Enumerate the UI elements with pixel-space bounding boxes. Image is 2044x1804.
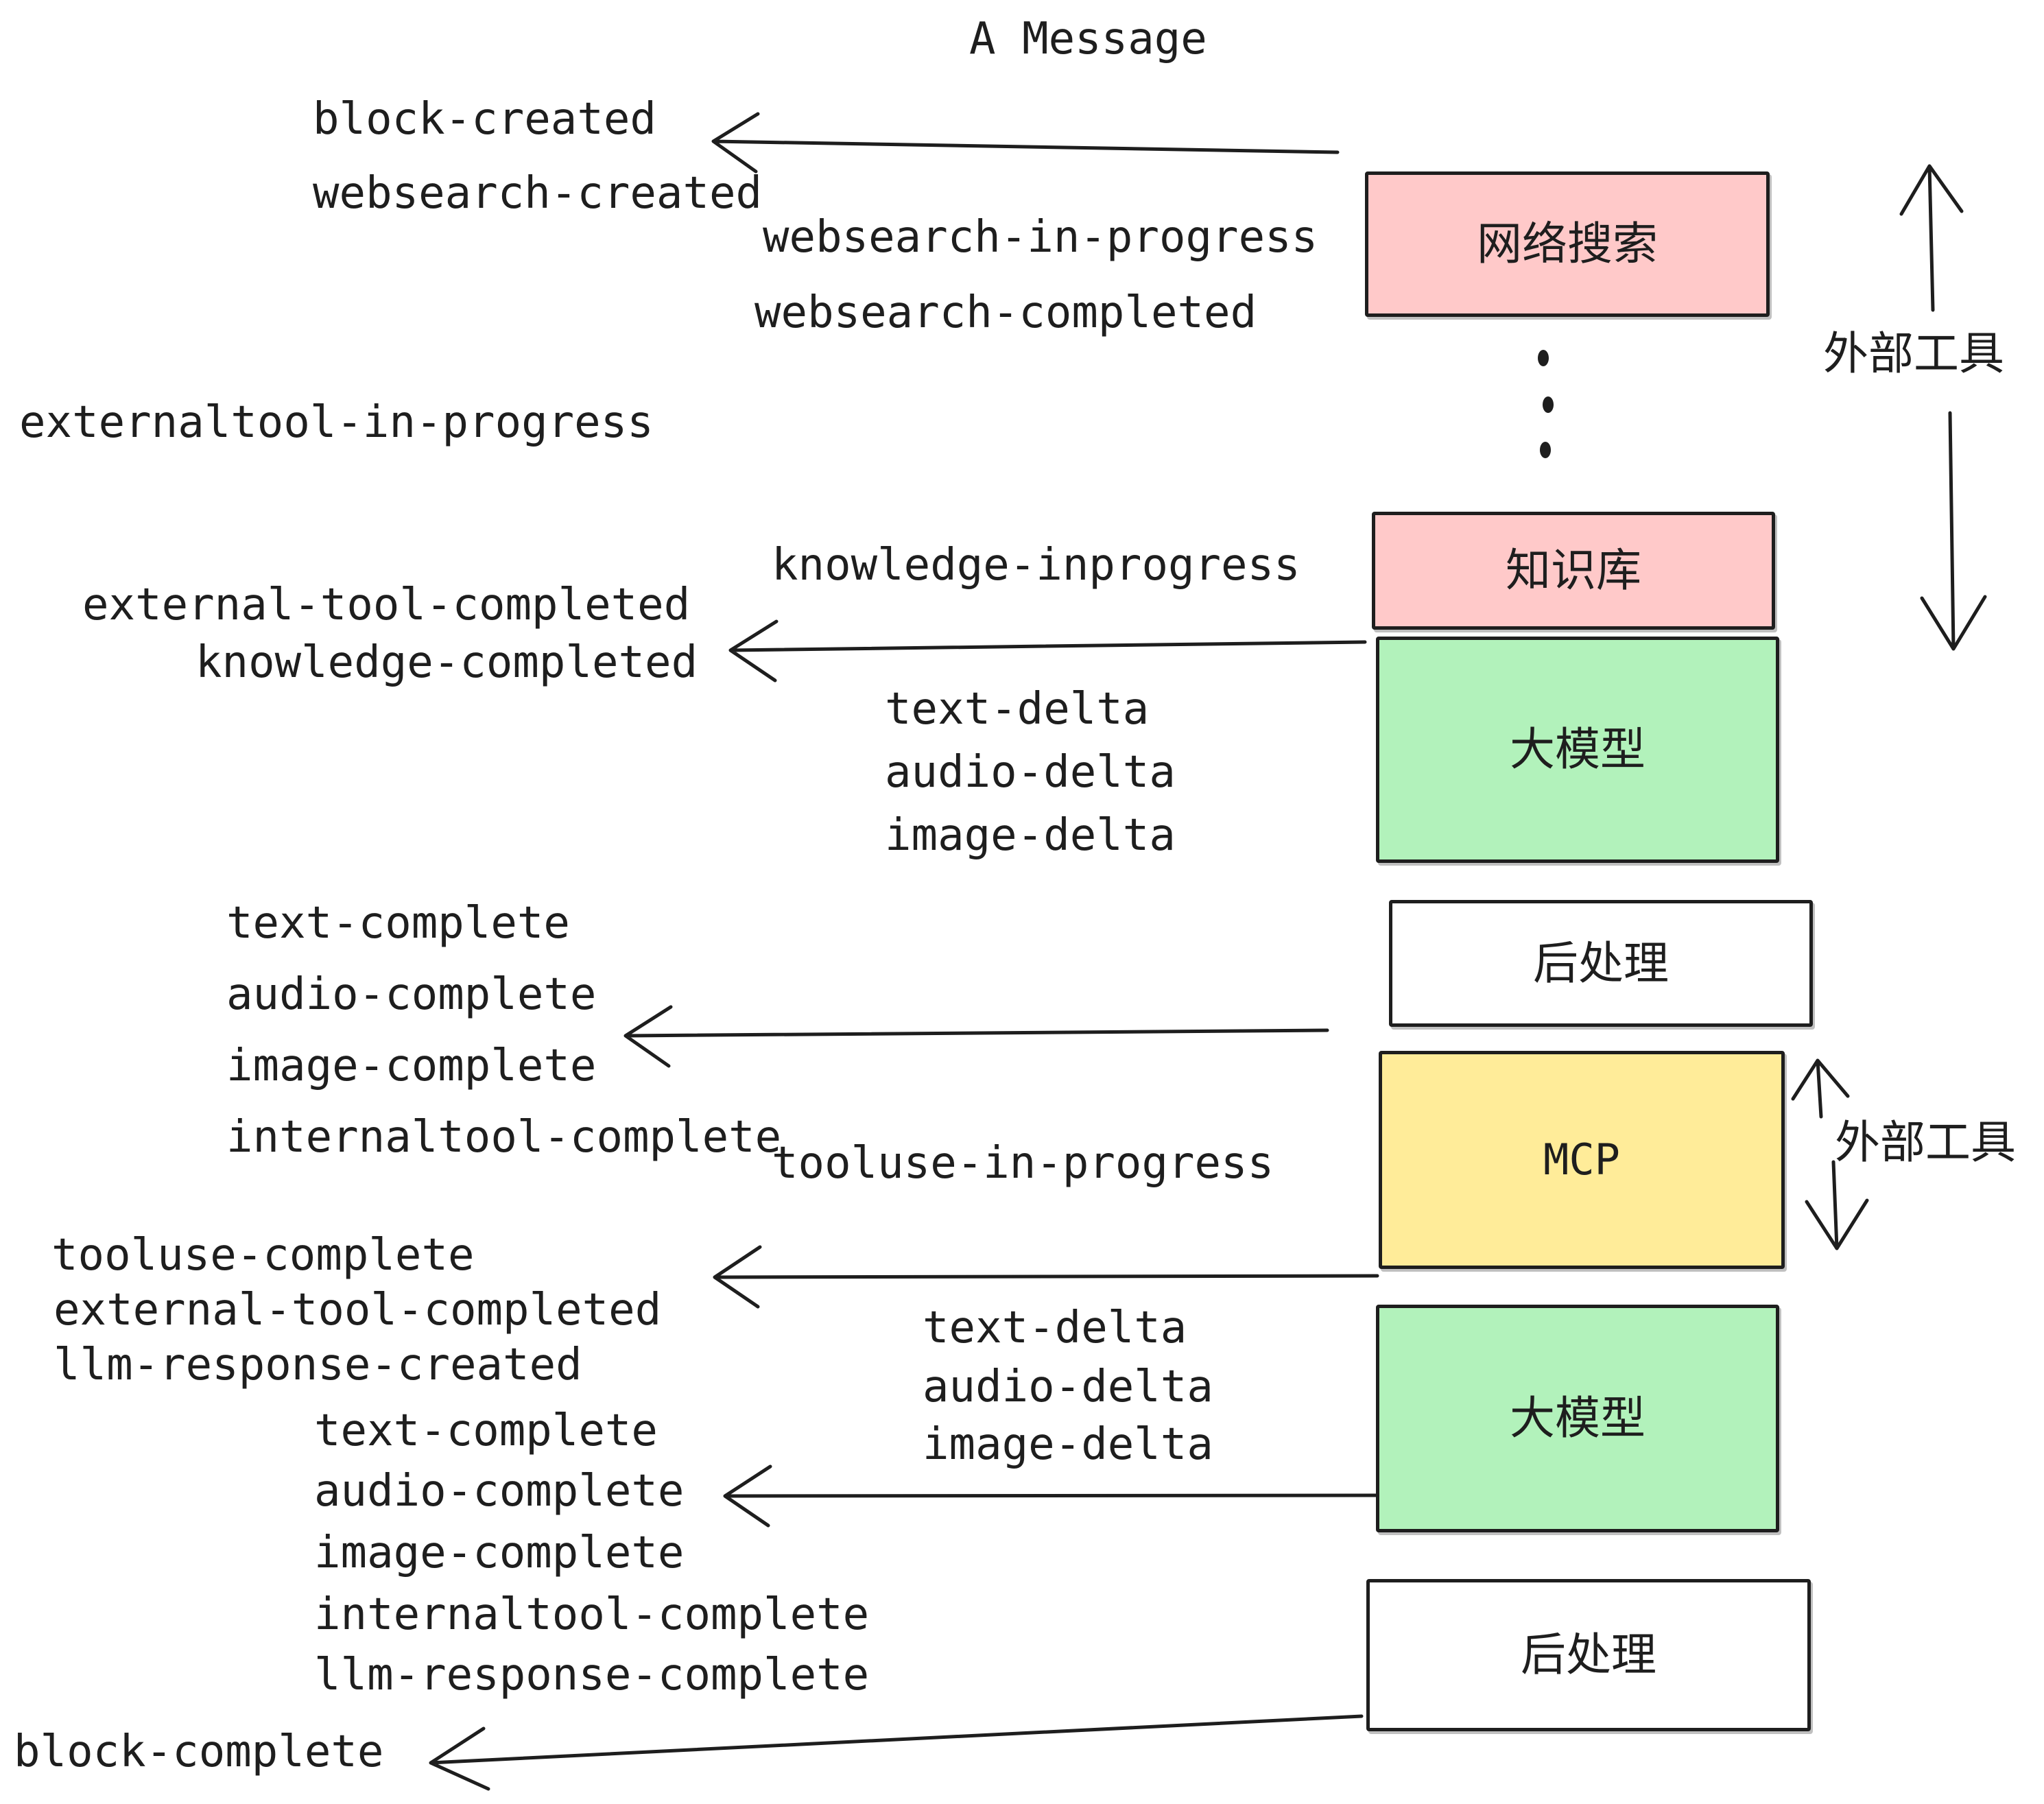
event-label-websearch-completed: websearch-completed xyxy=(754,287,1257,338)
event-label-block-complete: block-complete xyxy=(14,1726,384,1777)
box-mcp-label: MCP xyxy=(1543,1135,1620,1185)
event-label-image-complete-2: image-complete xyxy=(314,1528,685,1578)
arrow-knowledge-completed xyxy=(728,619,1367,683)
event-label-block-created: block-created xyxy=(313,94,656,145)
box-large-model-1-label: 大模型 xyxy=(1510,723,1645,776)
box-large-model-2-label: 大模型 xyxy=(1510,1392,1645,1445)
event-label-tooluse-in-progress: tooluse-in-progress xyxy=(772,1138,1274,1189)
diagram-title: A Message xyxy=(969,14,1207,64)
arrow-mcp-external-up xyxy=(1791,1058,1850,1119)
arrow-external-tools-down xyxy=(1920,411,1987,651)
event-label-internaltool-complete: internaltool-complete xyxy=(226,1112,782,1163)
event-label-llm-response-complete: llm-response-complete xyxy=(314,1650,870,1700)
event-label-websearch-in-progress: websearch-in-progress xyxy=(763,212,1318,263)
ellipsis-dots xyxy=(1538,350,1554,458)
box-knowledge-base: 知识库 xyxy=(1372,512,1775,630)
box-post-processing-1-label: 后处理 xyxy=(1533,936,1669,990)
box-post-processing-2: 后处理 xyxy=(1366,1579,1811,1731)
box-large-model-2: 大模型 xyxy=(1376,1305,1779,1532)
event-label-knowledge-inprogress: knowledge-inprogress xyxy=(772,540,1300,591)
box-knowledge-base-label: 知识库 xyxy=(1506,544,1641,597)
arrow-audio-complete xyxy=(723,1464,1381,1528)
box-mcp: MCP xyxy=(1379,1051,1785,1269)
arrow-image-complete xyxy=(623,1005,1329,1068)
event-label-audio-delta: audio-delta xyxy=(885,747,1176,798)
event-label-knowledge-completed: knowledge-completed xyxy=(195,637,698,688)
event-label-llm-response-created: llm-response-created xyxy=(54,1340,582,1390)
event-label-external-tool-completed: external-tool-completed xyxy=(82,580,691,630)
event-label-audio-complete-2: audio-complete xyxy=(314,1466,685,1517)
event-label-image-delta: image-delta xyxy=(885,810,1176,861)
event-label-text-complete-2: text-complete xyxy=(314,1405,658,1456)
arrow-block-created xyxy=(711,112,1340,174)
event-label-text-complete: text-complete xyxy=(226,898,570,949)
box-post-processing-2-label: 后处理 xyxy=(1521,1628,1656,1681)
event-label-tooluse-complete: tooluse-complete xyxy=(51,1230,475,1281)
arrow-block-complete xyxy=(429,1714,1364,1791)
external-tools-label-top: 外部工具 xyxy=(1823,327,2004,380)
box-websearch: 网络搜索 xyxy=(1365,171,1770,317)
arrow-mcp-external-down xyxy=(1805,1160,1869,1250)
event-label-text-delta: text-delta xyxy=(885,684,1150,735)
external-tools-label-bottom: 外部工具 xyxy=(1835,1116,2016,1169)
box-websearch-label: 网络搜索 xyxy=(1477,217,1658,270)
event-label-image-complete: image-complete xyxy=(226,1041,597,1091)
event-label-internaltool-complete-2: internaltool-complete xyxy=(314,1589,870,1640)
event-label-websearch-created: websearch-created xyxy=(313,168,763,219)
box-large-model-1: 大模型 xyxy=(1376,637,1779,863)
event-label-audio-complete: audio-complete xyxy=(226,969,597,1020)
box-post-processing-1: 后处理 xyxy=(1389,900,1813,1027)
event-label-external-tool-completed-2: external-tool-completed xyxy=(54,1285,662,1336)
event-label-text-delta-2: text-delta xyxy=(923,1303,1187,1353)
arrow-external-tools-up xyxy=(1899,164,1964,312)
arrow-external-tool-completed xyxy=(713,1245,1379,1309)
event-label-audio-delta-2: audio-delta xyxy=(923,1362,1213,1412)
event-label-image-delta-2: image-delta xyxy=(923,1419,1213,1470)
event-label-externaltool-in-progress: externaltool-in-progress xyxy=(19,397,654,448)
